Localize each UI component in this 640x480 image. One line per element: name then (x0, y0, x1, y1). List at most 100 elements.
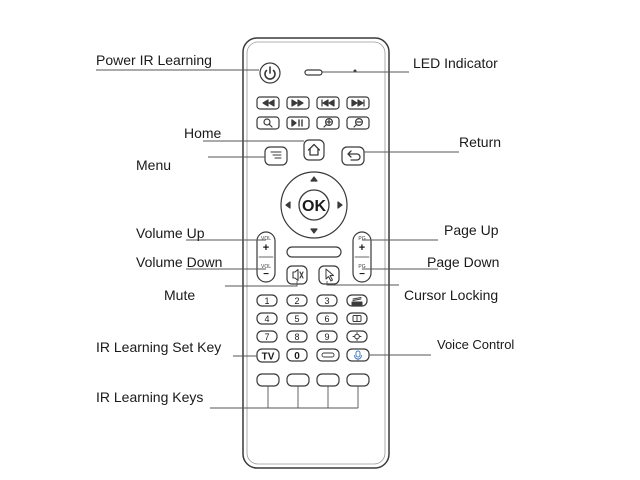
key-3-label: 3 (324, 296, 329, 306)
ir-learning-key-3[interactable] (316, 373, 340, 387)
page-minus: − (359, 269, 365, 280)
screen-button[interactable] (346, 312, 368, 325)
callout-voice-control: Voice Control (437, 337, 515, 352)
keyboard-icon (351, 297, 363, 306)
remote-body (242, 37, 390, 469)
ir-learning-key-1[interactable] (256, 373, 280, 387)
callout-home: Home (184, 125, 222, 141)
key-5-label: 5 (294, 314, 299, 324)
gear-icon (352, 332, 362, 341)
cursor-button[interactable] (318, 265, 340, 285)
key-8[interactable] (286, 330, 308, 343)
pg-label-top: PG (358, 236, 365, 242)
vol-label-top: VOL (261, 236, 271, 242)
key-6-label: 6 (324, 314, 329, 324)
ok-button[interactable]: OK (298, 189, 330, 221)
callout-volume-up: Volume Up (136, 225, 205, 241)
key-2[interactable] (286, 294, 308, 307)
page-plus: + (359, 242, 365, 254)
search-icon (263, 118, 273, 128)
page-rocker[interactable]: PG + PG − (352, 231, 372, 283)
key-2-label: 2 (294, 296, 299, 306)
previous-track-button[interactable] (316, 96, 340, 110)
fast-forward-button[interactable] (286, 96, 310, 110)
navigation-ring (280, 171, 348, 239)
leader-ir-keys (210, 386, 359, 409)
next-track-button[interactable] (346, 96, 370, 110)
leader-cursor (326, 281, 399, 286)
callout-led-indicator: LED Indicator (413, 55, 498, 71)
callout-menu: Menu (136, 157, 172, 173)
rewind-button[interactable] (256, 96, 280, 110)
volume-minus: − (263, 269, 269, 280)
rewind-icon (262, 99, 275, 107)
home-button[interactable] (303, 139, 325, 161)
pg-label-bottom: PG (358, 264, 365, 270)
search-button[interactable] (256, 116, 280, 130)
callout-page-up: Page Up (444, 222, 499, 238)
vol-label-bottom: VOL (261, 264, 271, 270)
input-icon (321, 352, 335, 358)
key-1[interactable] (256, 294, 278, 307)
key-9-label: 9 (324, 332, 329, 342)
right-arrow[interactable] (337, 201, 343, 209)
down-arrow[interactable] (310, 228, 318, 234)
callout-return: Return (459, 134, 502, 150)
play-pause-icon (291, 119, 303, 127)
menu-icon (270, 151, 282, 159)
key-7[interactable] (256, 330, 278, 343)
tv-label: TV (262, 352, 275, 363)
led-indicator (304, 69, 323, 76)
play-pause-button[interactable] (286, 116, 310, 130)
keyboard-button[interactable] (346, 294, 368, 307)
key-0-label: 0 (294, 351, 300, 362)
remote-body-inner (246, 41, 386, 465)
key-5[interactable] (286, 312, 308, 325)
tv-button[interactable]: TV (256, 348, 280, 363)
key-7-label: 7 (264, 332, 269, 342)
cursor-icon (325, 268, 334, 282)
key-6[interactable] (316, 312, 338, 325)
left-arrow[interactable] (285, 201, 291, 209)
zoom-in-icon (323, 117, 334, 128)
voice-button[interactable] (346, 348, 370, 362)
number-pad (256, 294, 338, 362)
settings-button[interactable] (346, 330, 368, 343)
power-button[interactable] (259, 62, 281, 84)
home-icon (307, 143, 321, 156)
volume-rocker[interactable]: VOL + VOL − (256, 231, 276, 283)
key-1-label: 1 (264, 296, 269, 306)
mute-icon (292, 268, 304, 282)
up-arrow[interactable] (310, 176, 318, 182)
volume-plus: + (263, 242, 269, 254)
fast-forward-icon (291, 99, 304, 107)
key-3[interactable] (316, 294, 338, 307)
key-9[interactable] (316, 330, 338, 343)
input-button[interactable] (316, 348, 340, 362)
ok-label: OK (302, 198, 326, 215)
leader-mute (225, 281, 298, 287)
return-icon (347, 150, 361, 161)
callout-mute: Mute (164, 287, 196, 303)
leader-lines (96, 69, 459, 409)
previous-track-icon (321, 99, 335, 107)
callout-ir-learning-keys: IR Learning Keys (96, 389, 204, 405)
ir-learning-key-4[interactable] (346, 373, 370, 387)
callout-page-down: Page Down (427, 254, 500, 270)
zoom-in-button[interactable] (316, 116, 340, 130)
microphone-icon (354, 350, 362, 361)
key-8-label: 8 (294, 332, 299, 342)
callout-ir-learning-set-key: IR Learning Set Key (96, 339, 222, 355)
callout-volume-down: Volume Down (136, 254, 223, 270)
key-4-label: 4 (264, 314, 269, 324)
key-0[interactable] (286, 348, 308, 362)
zoom-out-icon (353, 117, 364, 128)
ir-learning-key-2[interactable] (286, 373, 310, 387)
return-button[interactable] (341, 146, 365, 166)
key-4[interactable] (256, 312, 278, 325)
zoom-out-button[interactable] (346, 116, 370, 130)
next-track-icon (351, 99, 365, 107)
callout-power-ir-learning: Power IR Learning (96, 52, 212, 68)
menu-button[interactable] (264, 146, 288, 166)
